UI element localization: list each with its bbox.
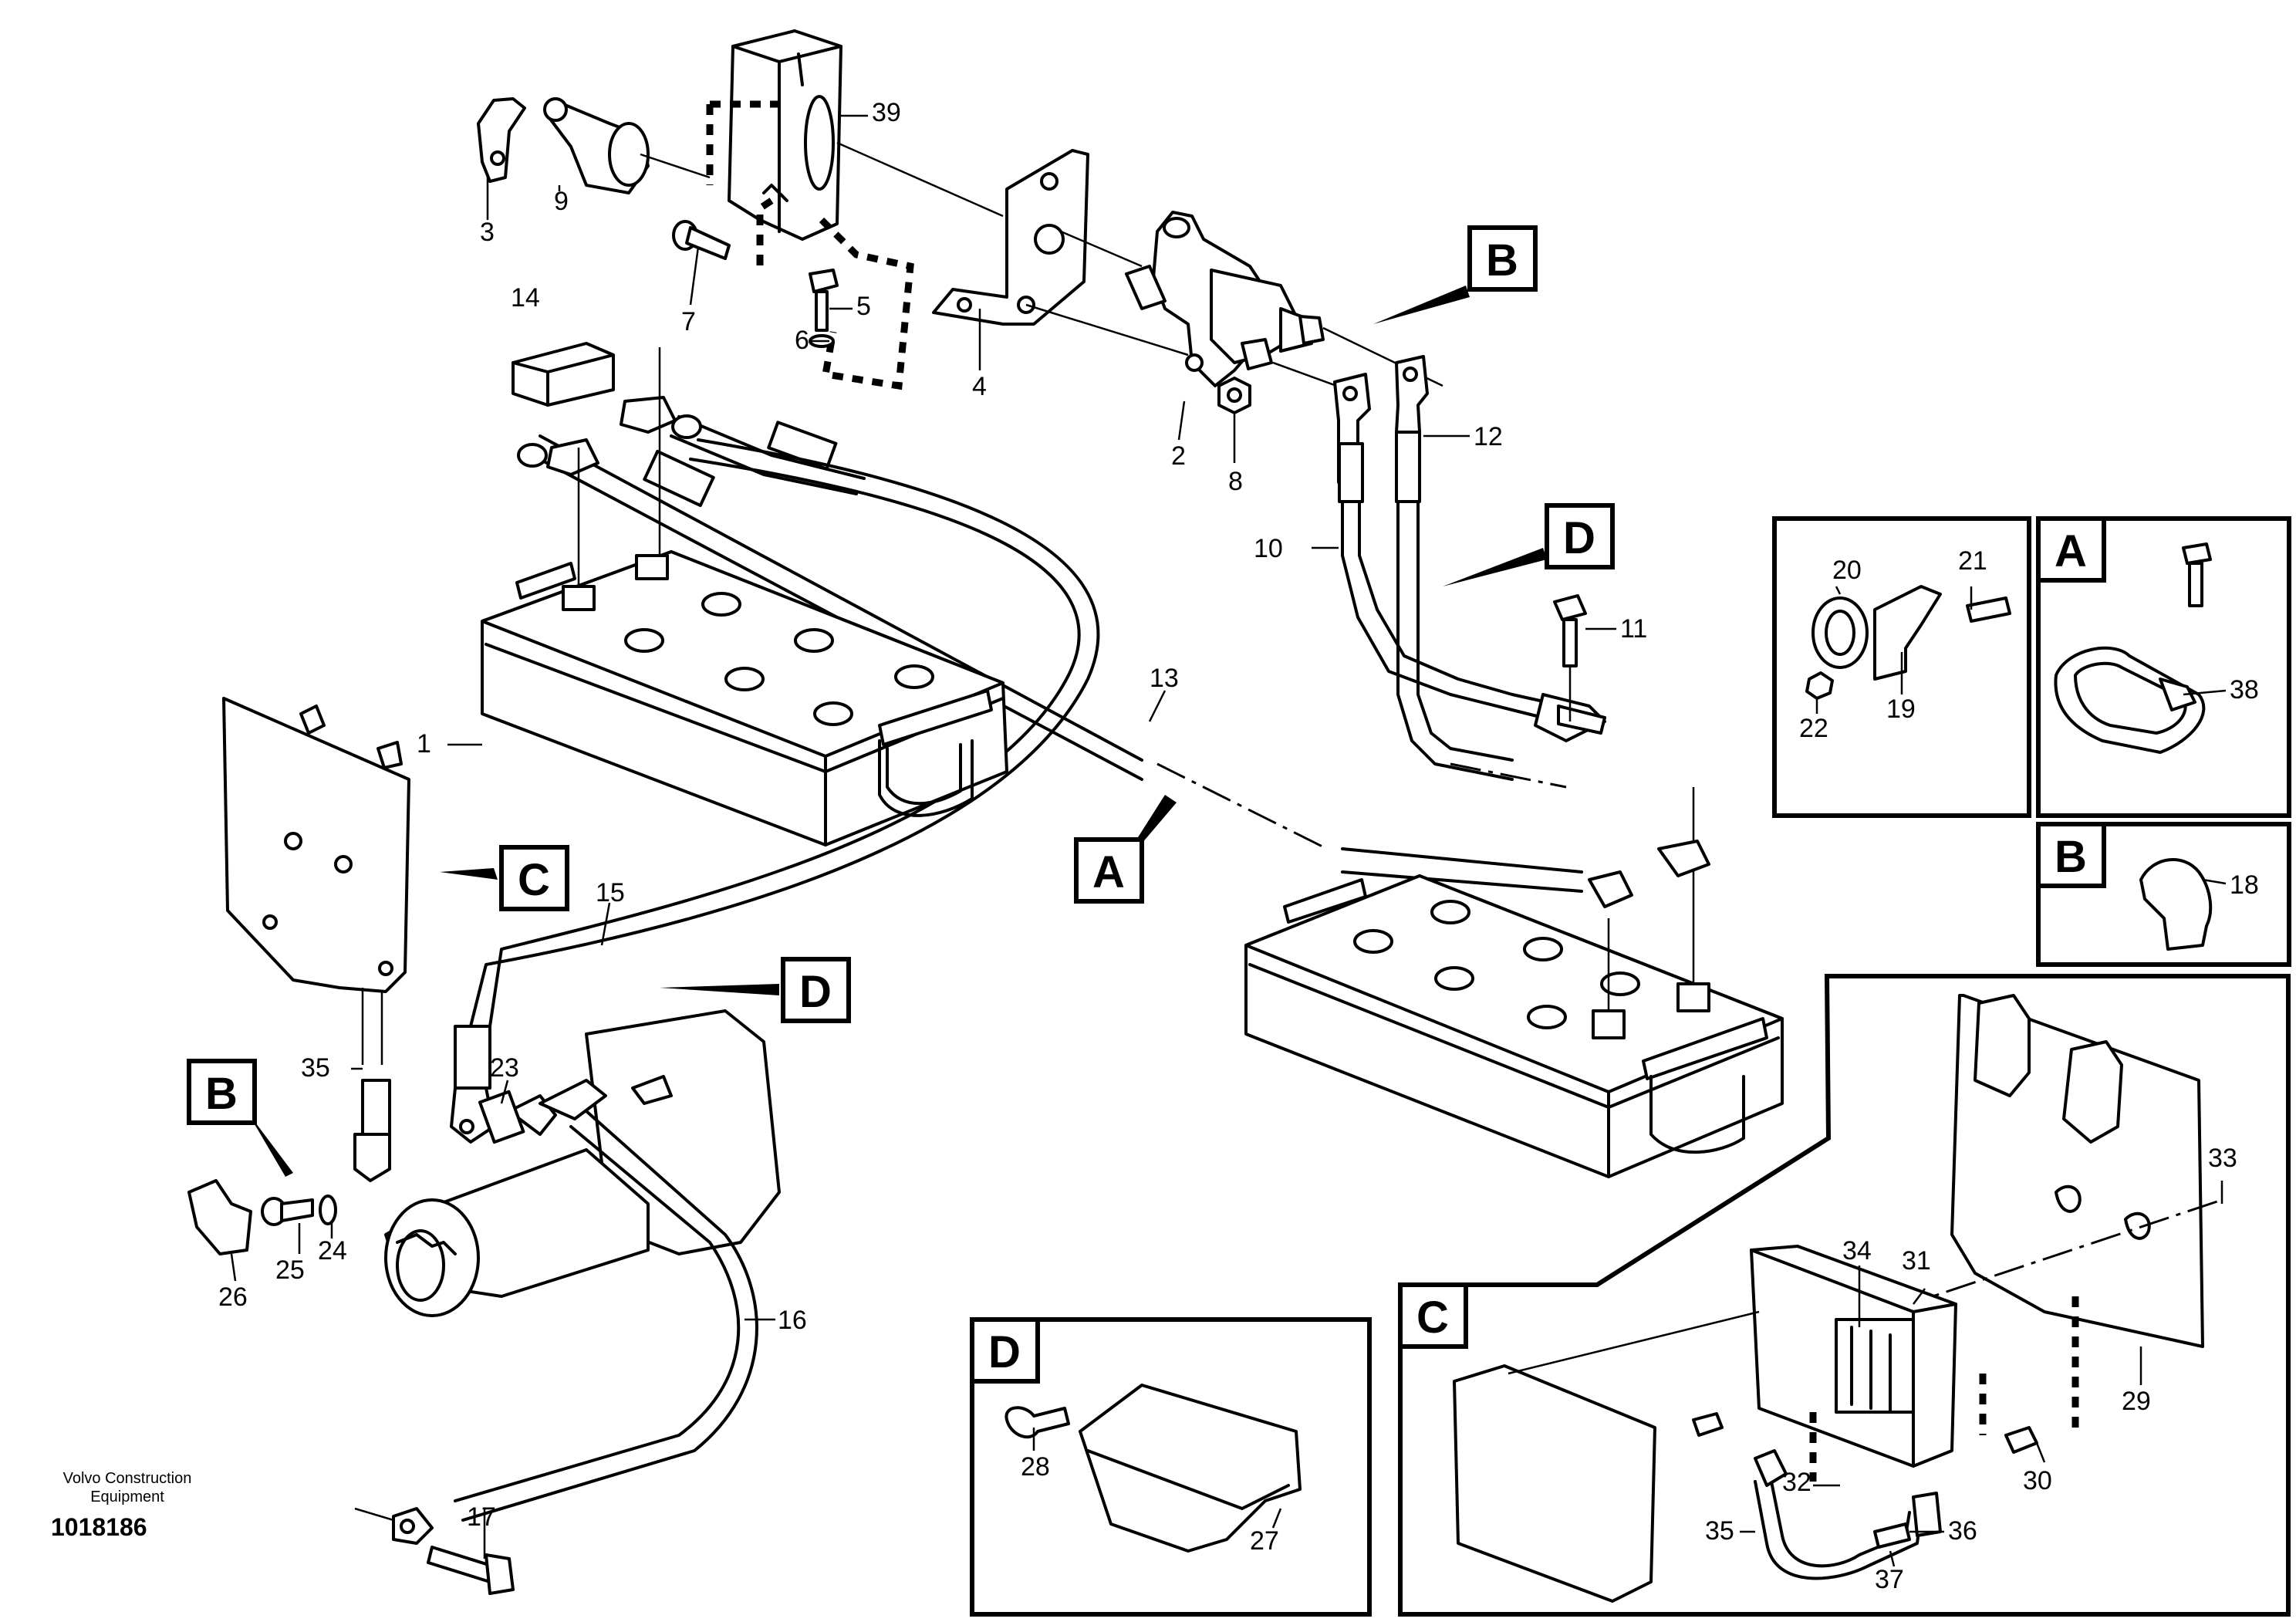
- part-label-10: 10: [1254, 534, 1283, 563]
- part-label-25: 25: [275, 1255, 305, 1285]
- part-label-32: 32: [1782, 1468, 1811, 1497]
- part-label-35-inset: 35: [1705, 1516, 1734, 1546]
- inset-clamp: [1805, 585, 2011, 700]
- part-label-9: 9: [554, 187, 569, 216]
- part-label-35-main: 35: [301, 1053, 330, 1083]
- view-label-c-main: C: [499, 845, 569, 911]
- bolt-7-part: [672, 220, 731, 260]
- part-label-29: 29: [2122, 1387, 2151, 1416]
- part-label-27: 27: [1250, 1526, 1279, 1556]
- inset-a-label: A: [2036, 516, 2106, 583]
- part-label-34: 34: [1842, 1236, 1872, 1265]
- svg-text:D: D: [799, 967, 832, 1017]
- part-label-8: 8: [1228, 467, 1243, 496]
- publisher-caption: Volvo Construction Equipment 1018186: [51, 1470, 191, 1541]
- view-label-a-main: A: [1074, 837, 1144, 904]
- view-label-b-top: B: [1467, 225, 1538, 292]
- leader-lines: [230, 114, 2227, 1567]
- part-label-3: 3: [480, 218, 495, 247]
- svg-text:C: C: [1416, 1293, 1449, 1343]
- switch-bracket-part: [728, 29, 842, 241]
- mounting-plate-part: [932, 149, 1089, 326]
- inset-a-grommet: [2054, 542, 2212, 754]
- inset-d-label: D: [970, 1317, 1040, 1384]
- svg-text:B: B: [2055, 832, 2087, 882]
- svg-text:B: B: [205, 1069, 238, 1119]
- relay-plate-part: [222, 697, 410, 1182]
- part-label-39: 39: [872, 98, 901, 127]
- part-number-labels: 39 3 9 14 7 5 6 4 2 8 12 10 11 13 1 15 3…: [218, 98, 2259, 1594]
- svg-text:Equipment: Equipment: [90, 1489, 164, 1505]
- part-label-28: 28: [1021, 1452, 1050, 1482]
- part-label-17: 17: [467, 1502, 496, 1532]
- cable-clip-part: [477, 97, 526, 183]
- part-label-16: 16: [778, 1306, 807, 1335]
- part-label-6: 6: [795, 326, 809, 355]
- battery-1-cells: [624, 592, 934, 726]
- part-label-36: 36: [1948, 1516, 1977, 1546]
- inset-b-cap: [2139, 858, 2213, 951]
- svg-text:A: A: [2055, 526, 2087, 576]
- terminal-cover-14-part: [512, 342, 615, 407]
- part-label-1: 1: [417, 729, 431, 759]
- main-switch-part: [1125, 211, 1325, 387]
- part-label-7: 7: [681, 307, 696, 336]
- starter-motor-part: [384, 1009, 781, 1522]
- part-label-2: 2: [1171, 441, 1186, 471]
- part-label-26: 26: [218, 1282, 248, 1312]
- svg-text:D: D: [988, 1327, 1021, 1377]
- drawing-number: 1018186: [51, 1513, 147, 1541]
- part-label-13: 13: [1150, 664, 1179, 693]
- part-label-5: 5: [856, 292, 871, 321]
- battery-2-part: [1244, 787, 1784, 1178]
- svg-text:D: D: [1563, 513, 1595, 563]
- view-label-d-main: D: [781, 957, 851, 1023]
- part-label-18: 18: [2230, 870, 2259, 900]
- part-label-20: 20: [1832, 556, 1862, 585]
- main-switch-assembly: [477, 29, 1606, 789]
- washer-24-part: [319, 1195, 337, 1225]
- part-label-37: 37: [1875, 1565, 1904, 1594]
- inset-d-cover: [1004, 1384, 1302, 1553]
- bolt-17-part: [427, 1546, 515, 1595]
- part-label-4: 4: [972, 372, 987, 401]
- svg-text:Volvo Construction: Volvo Construction: [63, 1470, 192, 1487]
- view-label-b-main: B: [187, 1059, 257, 1125]
- part-label-19: 19: [1886, 694, 1916, 724]
- inset-c-parts: [1453, 994, 2223, 1603]
- part-label-11: 11: [1620, 614, 1647, 644]
- part-label-33: 33: [2208, 1144, 2237, 1173]
- bolt-11-part: [1553, 594, 1587, 667]
- svg-text:A: A: [1092, 847, 1125, 897]
- svg-text:B: B: [1486, 235, 1518, 286]
- part-label-15: 15: [596, 878, 625, 907]
- part-label-24: 24: [318, 1236, 347, 1265]
- part-label-31: 31: [1902, 1246, 1931, 1276]
- svg-text:C: C: [518, 855, 550, 905]
- part-label-12: 12: [1474, 422, 1503, 451]
- part-label-23: 23: [490, 1053, 519, 1083]
- inset-b-label: B: [2036, 822, 2106, 888]
- inset-c-label: C: [1398, 1282, 1468, 1349]
- elbow-26-part: [187, 1179, 252, 1255]
- part-label-38: 38: [2230, 675, 2259, 705]
- bolt-25-part: [261, 1197, 314, 1226]
- view-label-d-top: D: [1545, 503, 1615, 569]
- cable-15-part: [450, 438, 1100, 1144]
- part-label-30: 30: [2023, 1466, 2052, 1495]
- part-label-14: 14: [511, 283, 540, 313]
- battery-2-cells: [1353, 900, 1640, 1029]
- part-label-21: 21: [1958, 546, 1987, 576]
- part-label-22: 22: [1799, 714, 1828, 743]
- battery-1-part: [481, 347, 1008, 846]
